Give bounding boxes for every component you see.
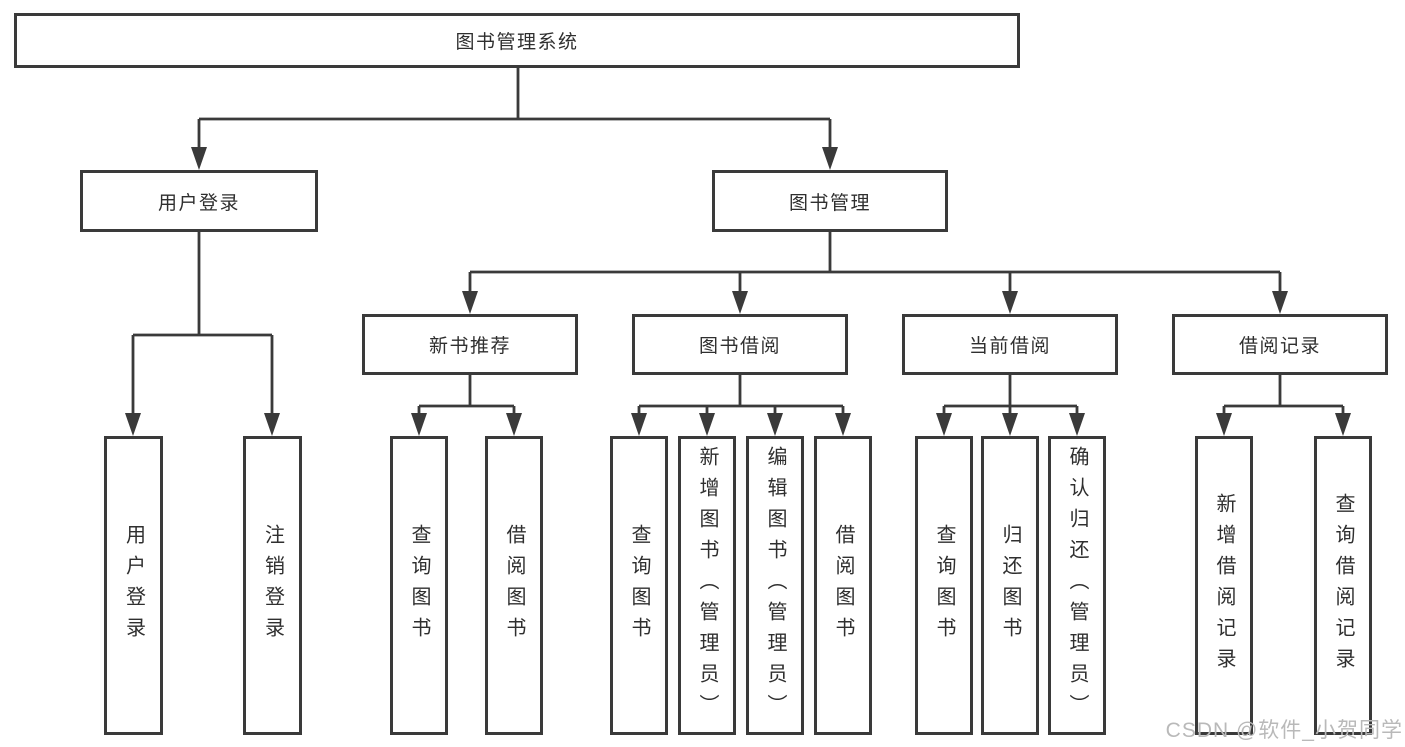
arrow-down-icon (732, 291, 748, 314)
leaf-label: 归还图书 (999, 523, 1021, 648)
arrow-down-icon (1335, 413, 1351, 436)
leaf-edit-book-admin: 编辑图书（管理员） (746, 436, 804, 735)
leaf-confirm-return-admin: 确认归还（管理员） (1048, 436, 1106, 735)
node-current-borrowing: 当前借阅 (902, 314, 1118, 375)
connector-borrowing-records (1222, 375, 1345, 416)
leaf-user-login: 用户登录 (104, 436, 163, 735)
leaf-label: 新增借阅记录 (1213, 492, 1235, 679)
leaf-label: 查询借阅记录 (1332, 492, 1354, 679)
leaf-label: 借阅图书 (832, 523, 854, 648)
arrow-down-icon (767, 413, 783, 436)
arrow-down-icon (936, 413, 952, 436)
leaf-label: 查询图书 (933, 523, 955, 648)
connector-new-book-recommendation (417, 375, 516, 416)
arrow-down-icon (1002, 291, 1018, 314)
node-library-management-system: 图书管理系统 (14, 13, 1020, 68)
connector-user-login (131, 232, 274, 416)
leaf-query-borrow-record: 查询借阅记录 (1314, 436, 1372, 735)
leaf-query-books-recommend: 查询图书 (390, 436, 448, 735)
node-user-login-branch: 用户登录 (80, 170, 318, 232)
arrow-down-icon (1216, 413, 1232, 436)
leaf-label: 新增图书（管理员） (696, 446, 718, 725)
leaf-label: 查询图书 (408, 523, 430, 648)
leaf-add-borrow-record: 新增借阅记录 (1195, 436, 1253, 735)
leaf-label: 查询图书 (628, 523, 650, 648)
connector-root (197, 68, 832, 150)
leaf-borrow-books-borrowing: 借阅图书 (814, 436, 872, 735)
arrow-down-icon (699, 413, 715, 436)
watermark: CSDN @软件_小贺同学 (1165, 719, 1403, 742)
leaf-query-books-current: 查询图书 (915, 436, 973, 735)
arrow-down-icon (462, 291, 478, 314)
leaf-label: 用户登录 (122, 523, 145, 648)
node-borrowing-records: 借阅记录 (1172, 314, 1388, 375)
node-new-book-recommendation: 新书推荐 (362, 314, 578, 375)
leaf-query-books-borrowing: 查询图书 (610, 436, 668, 735)
arrow-down-icon (411, 413, 427, 436)
connector-book-management (468, 232, 1282, 294)
leaf-label: 编辑图书（管理员） (764, 446, 786, 725)
node-book-management: 图书管理 (712, 170, 948, 232)
arrowheads (125, 147, 1351, 436)
arrow-down-icon (264, 413, 280, 436)
leaf-return-book: 归还图书 (981, 436, 1039, 735)
arrow-down-icon (1069, 413, 1085, 436)
leaf-label: 借阅图书 (503, 523, 525, 648)
arrow-down-icon (1002, 413, 1018, 436)
arrow-down-icon (835, 413, 851, 436)
connector-book-borrowing (637, 375, 845, 416)
node-book-borrowing: 图书借阅 (632, 314, 848, 375)
arrow-down-icon (631, 413, 647, 436)
leaf-add-book-admin: 新增图书（管理员） (678, 436, 736, 735)
arrow-down-icon (125, 413, 141, 436)
arrow-down-icon (191, 147, 207, 170)
connector-current-borrowing (942, 375, 1079, 416)
arrow-down-icon (822, 147, 838, 170)
leaf-borrow-books-recommend: 借阅图书 (485, 436, 543, 735)
arrow-down-icon (506, 413, 522, 436)
arrow-down-icon (1272, 291, 1288, 314)
leaf-logout: 注销登录 (243, 436, 302, 735)
leaf-label: 注销登录 (261, 523, 284, 648)
leaf-label: 确认归还（管理员） (1066, 446, 1088, 725)
